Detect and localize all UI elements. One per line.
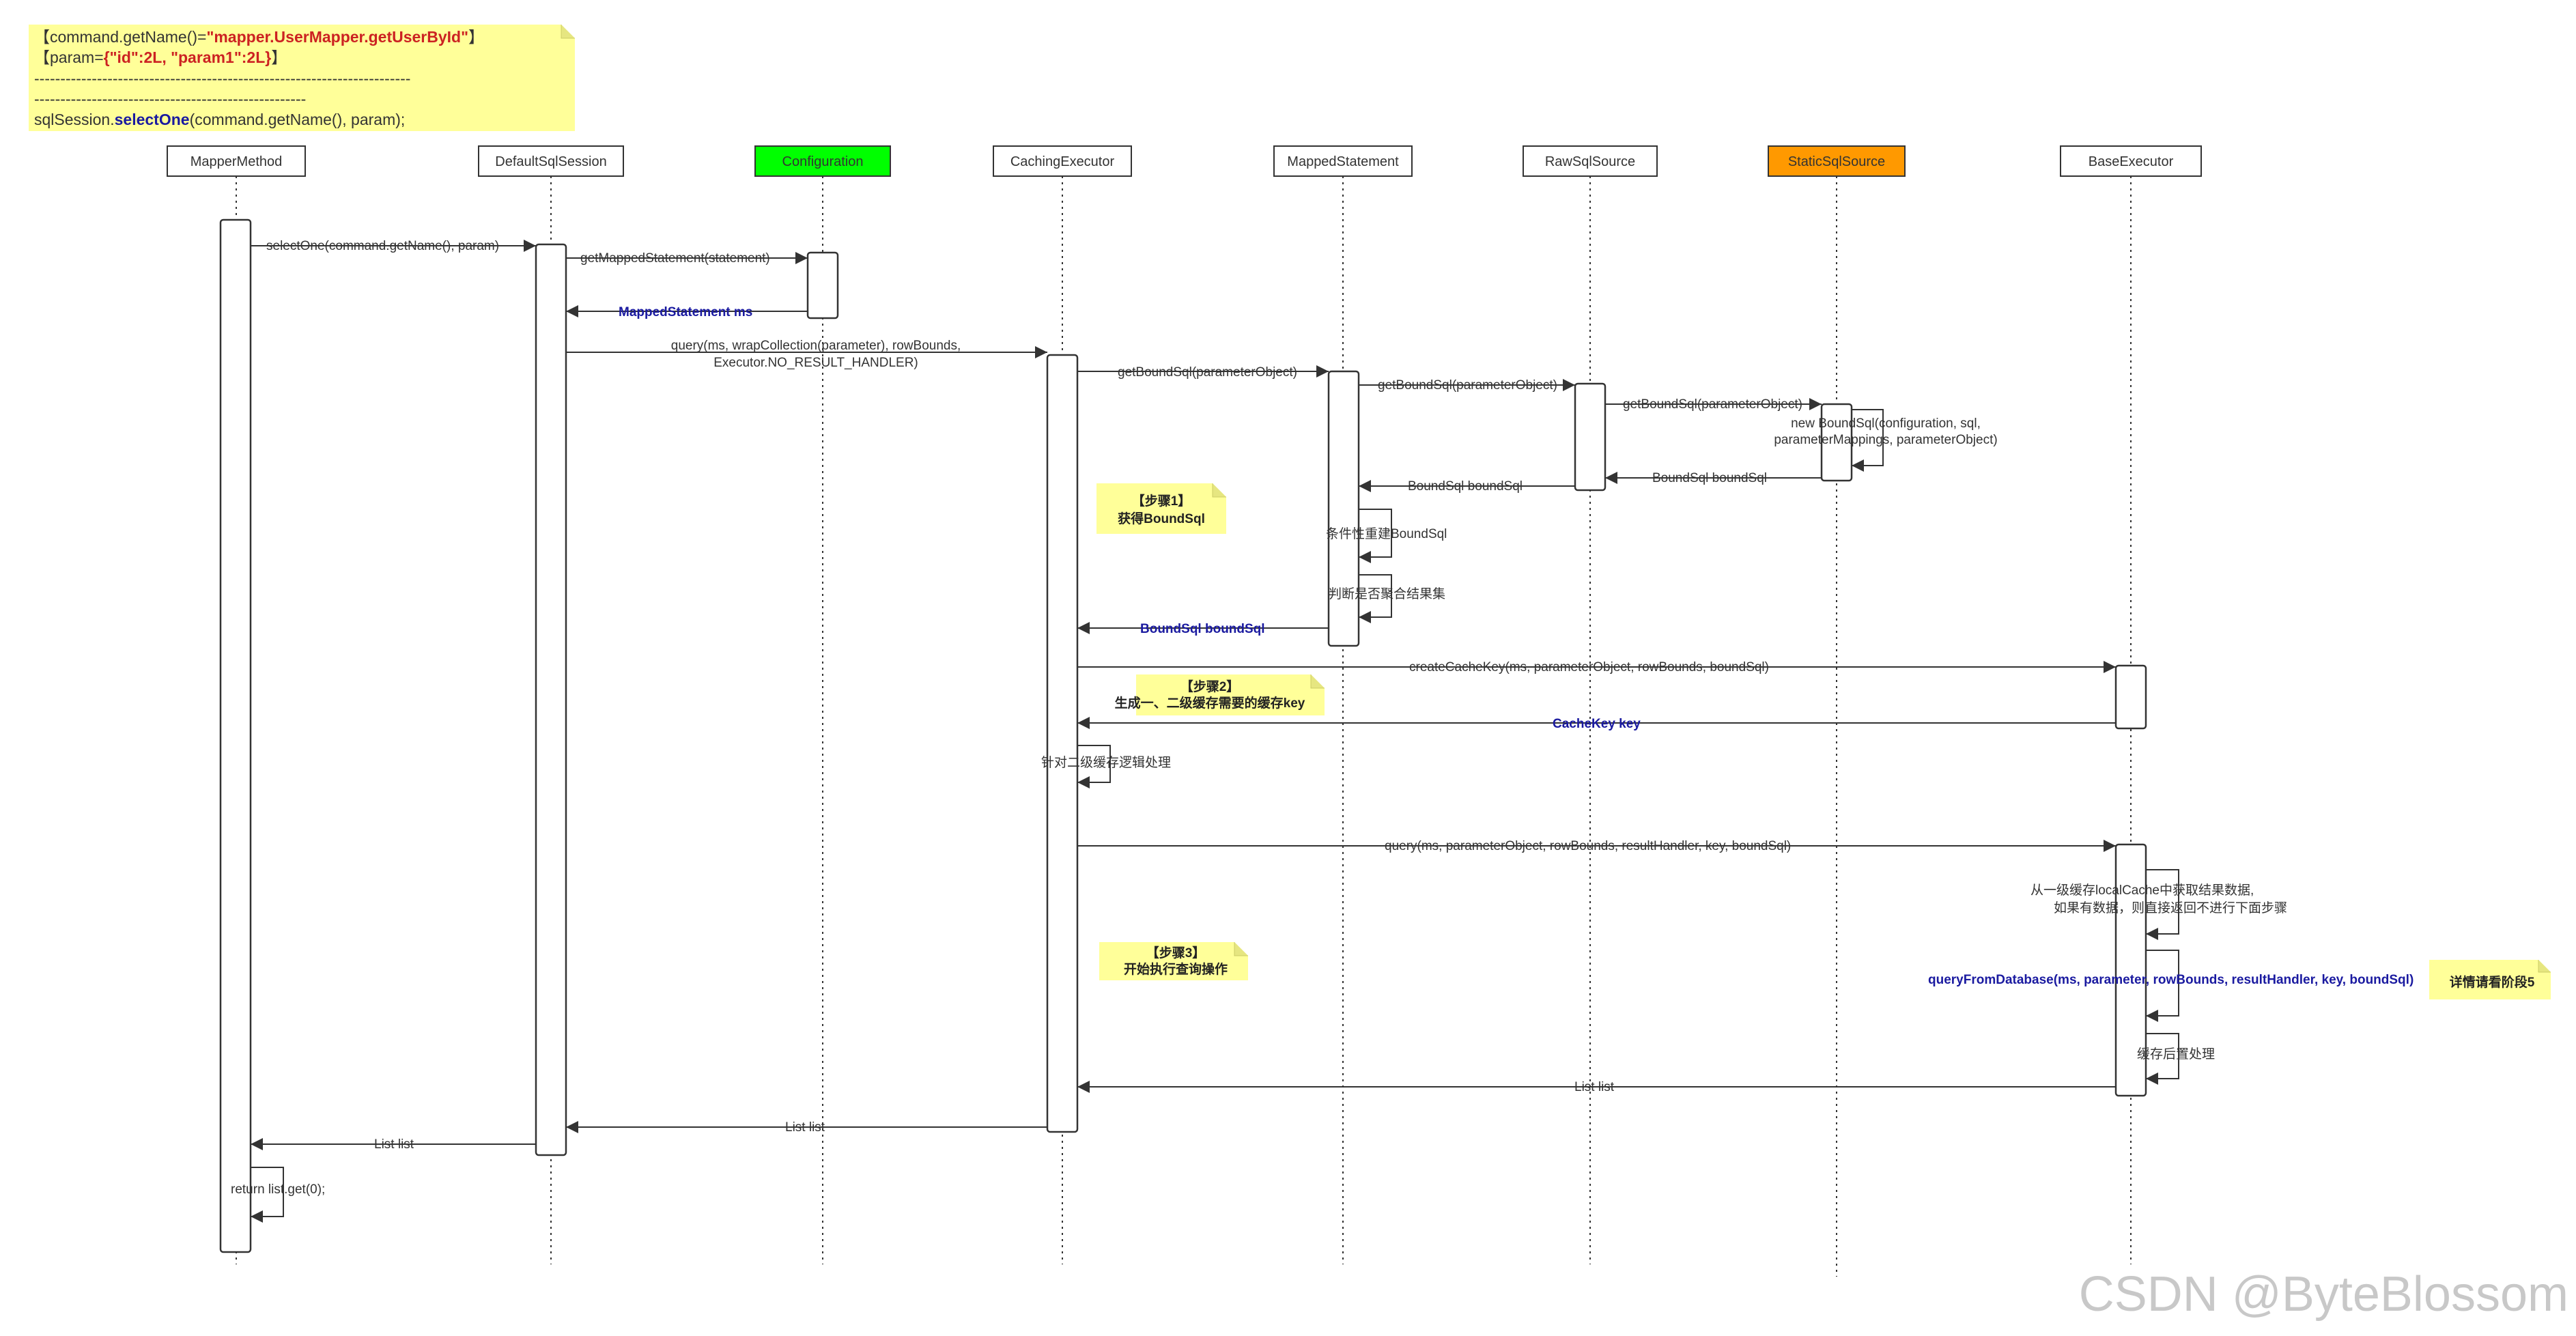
msg-get-bound-sql-2: getBoundSql(parameterObject) (1378, 378, 1557, 393)
top-note: 【command.getName()="mapper.UserMapper.ge… (29, 25, 575, 131)
msg-new-bound-sql-b: parameterMappings, parameterObject) (1774, 433, 1997, 447)
svg-text:CachingExecutor: CachingExecutor (1010, 154, 1115, 169)
msg-rebuild-bound-sql: 条件性重建BoundSql (1326, 526, 1447, 541)
svg-text:MappedStatement: MappedStatement (1287, 154, 1399, 169)
svg-text:获得BoundSql: 获得BoundSql (1118, 511, 1205, 526)
message-arrows (251, 240, 2179, 1223)
msg-cache-post-process: 缓存后置处理 (2137, 1047, 2215, 1062)
msg-return-list-get: return list.get(0); (231, 1182, 325, 1197)
msg-get-mapped-statement: getMappedStatement(statement) (580, 251, 770, 266)
msg-query-from-database: queryFromDatabase(ms, parameter, rowBoun… (1928, 973, 2414, 987)
msg-bound-sql-return-2: BoundSql boundSql (1408, 479, 1523, 494)
msg-check-aggregate: 判断是否聚合结果集 (1329, 586, 1445, 601)
participant-configuration: Configuration (754, 145, 891, 177)
msg-bound-sql-return-3: BoundSql boundSql (1140, 622, 1265, 636)
participant-raw-sql-source: RawSqlSource (1523, 145, 1658, 177)
svg-text:开始执行查询操作: 开始执行查询操作 (1124, 961, 1228, 977)
svg-text:【步骤3】: 【步骤3】 (1146, 945, 1206, 961)
svg-text:【param={"id":2L, "param1":2L}】: 【param={"id":2L, "param1":2L}】 (34, 48, 287, 66)
msg-get-bound-sql-3: getBoundSql(parameterObject) (1623, 397, 1802, 412)
svg-text:------------------------------: ----------------------------------------… (34, 90, 306, 108)
msg-second-level-cache: 针对二级缓存逻辑处理 (1041, 755, 1171, 770)
svg-text:【command.getName()="mapper.Use: 【command.getName()="mapper.UserMapper.ge… (34, 28, 484, 46)
msg-mapped-statement-return: MappedStatement ms (619, 305, 752, 319)
svg-text:Configuration: Configuration (782, 154, 864, 169)
svg-text:【步骤1】: 【步骤1】 (1132, 493, 1191, 509)
msg-new-bound-sql-a: new BoundSql(configuration, sql, (1791, 416, 1981, 431)
msg-bound-sql-return-1: BoundSql boundSql (1652, 471, 1767, 485)
msg-local-cache-a: 从一级缓存localCache中获取结果数据, (2030, 883, 2254, 898)
msg-list-return-2: List list (785, 1120, 825, 1135)
svg-text:生成一、二级缓存需要的缓存key: 生成一、二级缓存需要的缓存key (1115, 695, 1305, 711)
msg-select-one: selectOne(command.getName(), param) (266, 239, 499, 253)
participant-mapper-method: MapperMethod (167, 145, 306, 177)
msg-query-1b: Executor.NO_RESULT_HANDLER) (713, 356, 918, 370)
msg-list-return-1: List list (1574, 1080, 1615, 1094)
participant-mapped-statement: MappedStatement (1273, 145, 1413, 177)
message-labels: selectOne(command.getName(), param) getM… (231, 239, 2414, 1197)
msg-get-bound-sql-1: getBoundSql(parameterObject) (1118, 365, 1297, 380)
participant-static-sql-source: StaticSqlSource (1768, 145, 1906, 177)
svg-text:详情请看阶段5: 详情请看阶段5 (2450, 974, 2535, 990)
note-step2: 【步骤2】 生成一、二级缓存需要的缓存key (1115, 674, 1325, 715)
lifelines (236, 176, 2132, 1277)
svg-text:MapperMethod: MapperMethod (190, 154, 283, 169)
msg-local-cache-b: 如果有数据，则直接返回不进行下面步骤 (2054, 900, 2287, 915)
activations (219, 218, 2147, 1253)
svg-text:DefaultSqlSession: DefaultSqlSession (495, 154, 606, 169)
participant-base-executor: BaseExecutor (2060, 145, 2202, 177)
svg-text:StaticSqlSource: StaticSqlSource (1788, 154, 1885, 169)
svg-text:BaseExecutor: BaseExecutor (2089, 154, 2174, 169)
msg-cache-key-return: CacheKey key (1553, 717, 1641, 731)
watermark: CSDN @ByteBlossom (2079, 1267, 2568, 1322)
participant-default-sql-session: DefaultSqlSession (478, 145, 624, 177)
note-detail: 详情请看阶段5 (2429, 960, 2551, 999)
note-step3: 【步骤3】 开始执行查询操作 (1099, 942, 1248, 980)
svg-text:【步骤2】: 【步骤2】 (1180, 679, 1240, 694)
svg-text:RawSqlSource: RawSqlSource (1545, 154, 1635, 169)
svg-text:------------------------------: ----------------------------------------… (34, 70, 410, 87)
msg-query-1a: query(ms, wrapCollection(parameter), row… (671, 339, 961, 353)
note-step1: 【步骤1】 获得BoundSql (1096, 483, 1226, 534)
participant-caching-executor: CachingExecutor (993, 145, 1132, 177)
msg-create-cache-key: createCacheKey(ms, parameterObject, rowB… (1409, 660, 1769, 674)
msg-list-return-3: List list (374, 1137, 414, 1152)
msg-query-2: query(ms, parameterObject, rowBounds, re… (1385, 839, 1791, 853)
svg-text:sqlSession.selectOne(command.g: sqlSession.selectOne(command.getName(), … (34, 111, 405, 128)
